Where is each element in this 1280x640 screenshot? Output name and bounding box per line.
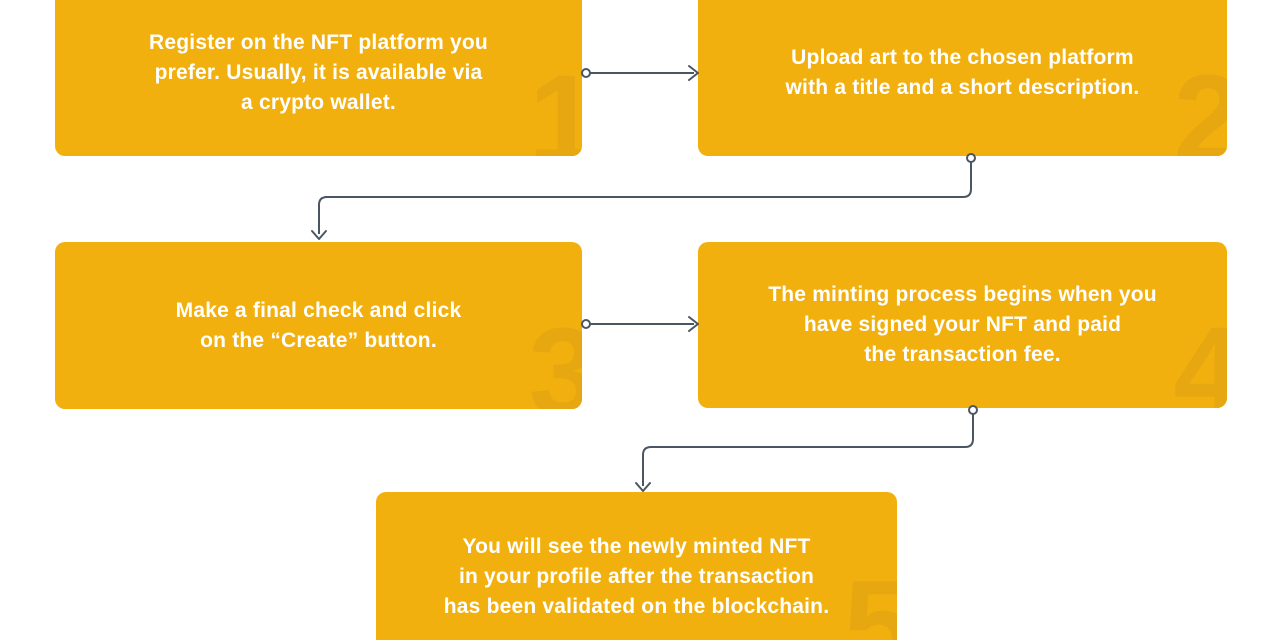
- connector-origin-dot: [581, 319, 591, 329]
- step-3-number-watermark: 3: [528, 303, 582, 409]
- connector-step4-step5: [635, 405, 978, 492]
- step-4-number-watermark: 4: [1173, 302, 1227, 408]
- arrowhead-down-icon: [635, 482, 651, 492]
- step-2-text: Upload art to the chosen platform with a…: [785, 46, 1140, 99]
- connector-line: [318, 162, 972, 234]
- step-5-number-watermark: 5: [843, 556, 897, 640]
- connector-step2-step3: [311, 153, 976, 240]
- step-4-text: The minting process begins when you have…: [768, 283, 1157, 366]
- arrowhead-right-icon: [688, 65, 699, 81]
- arrowhead-right-icon: [688, 316, 699, 332]
- arrowhead-down-icon: [311, 230, 327, 240]
- connector-origin-dot: [581, 68, 591, 78]
- connector-step1-step2: [581, 65, 699, 81]
- step-5-text: You will see the newly minted NFT in you…: [443, 535, 830, 618]
- step-1-text: Register on the NFT platform you prefer.…: [149, 31, 488, 114]
- connector-step3-step4: [581, 316, 699, 332]
- step-3-box: 3 Make a final check and click on the “C…: [55, 242, 582, 409]
- step-5-box: 5 You will see the newly minted NFT in y…: [376, 492, 897, 640]
- step-1-number-watermark: 1: [528, 50, 582, 156]
- step-2-box: 2 Upload art to the chosen platform with…: [698, 0, 1227, 156]
- step-1-box: 1 Register on the NFT platform you prefe…: [55, 0, 582, 156]
- step-2-number-watermark: 2: [1173, 50, 1227, 156]
- step-3-text: Make a final check and click on the “Cre…: [175, 298, 462, 352]
- connector-line: [642, 414, 974, 486]
- step-4-box: 4 The minting process begins when you ha…: [698, 242, 1227, 408]
